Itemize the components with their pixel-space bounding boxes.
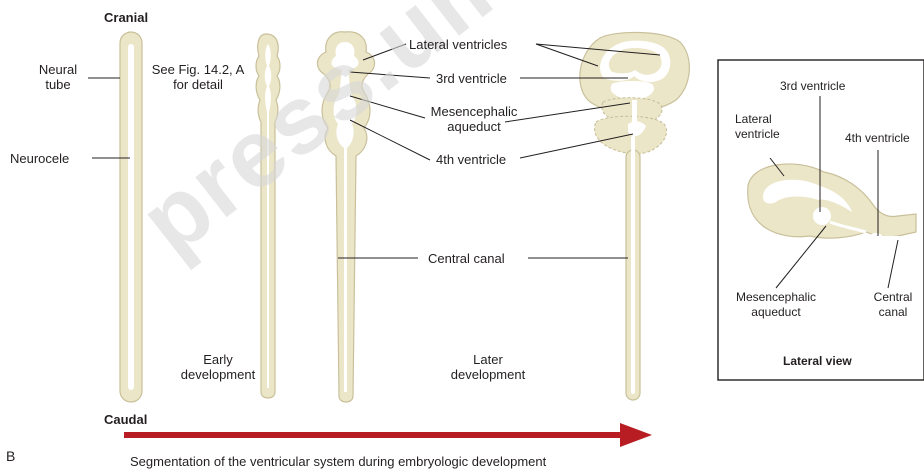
early-development-label: Early development	[178, 352, 258, 382]
neural-tube-label: Neural tube	[30, 62, 86, 92]
later-development-label: Later development	[440, 352, 536, 382]
inset-mesencephalic-aqueduct-label: Mesencephalic aqueduct	[728, 290, 824, 320]
inset-lateral-ventricle-label: Lateral ventricle	[735, 112, 780, 142]
stage-4-mature-brain	[580, 32, 690, 400]
inset-title: Lateral view	[783, 354, 852, 369]
cranial-label: Cranial	[104, 10, 148, 25]
figure-caption: Segmentation of the ventricular system d…	[130, 454, 546, 469]
third-ventricle-label: 3rd ventricle	[436, 71, 507, 86]
lateral-ventricles-label: Lateral ventricles	[409, 37, 507, 52]
inset-lateral-view	[718, 60, 924, 380]
central-canal-label: Central canal	[428, 251, 505, 266]
fourth-ventricle-label: 4th ventricle	[436, 152, 506, 167]
panel-letter: B	[6, 449, 15, 464]
inset-third-ventricle-label: 3rd ventricle	[780, 79, 845, 94]
stage-2-early-tube	[256, 34, 280, 398]
mesencephalic-aqueduct-label: Mesencephalic aqueduct	[420, 104, 528, 134]
stage-1-neural-tube	[120, 32, 142, 402]
development-arrow	[124, 423, 652, 447]
neurocele-label: Neurocele	[10, 151, 69, 166]
stage-3-vesicle-tube	[317, 32, 374, 402]
see-figure-note: See Fig. 14.2, A for detail	[143, 62, 253, 92]
caudal-label: Caudal	[104, 412, 147, 427]
inset-central-canal-label: Central canal	[864, 290, 922, 320]
inset-fourth-ventricle-label: 4th ventricle	[845, 131, 910, 146]
